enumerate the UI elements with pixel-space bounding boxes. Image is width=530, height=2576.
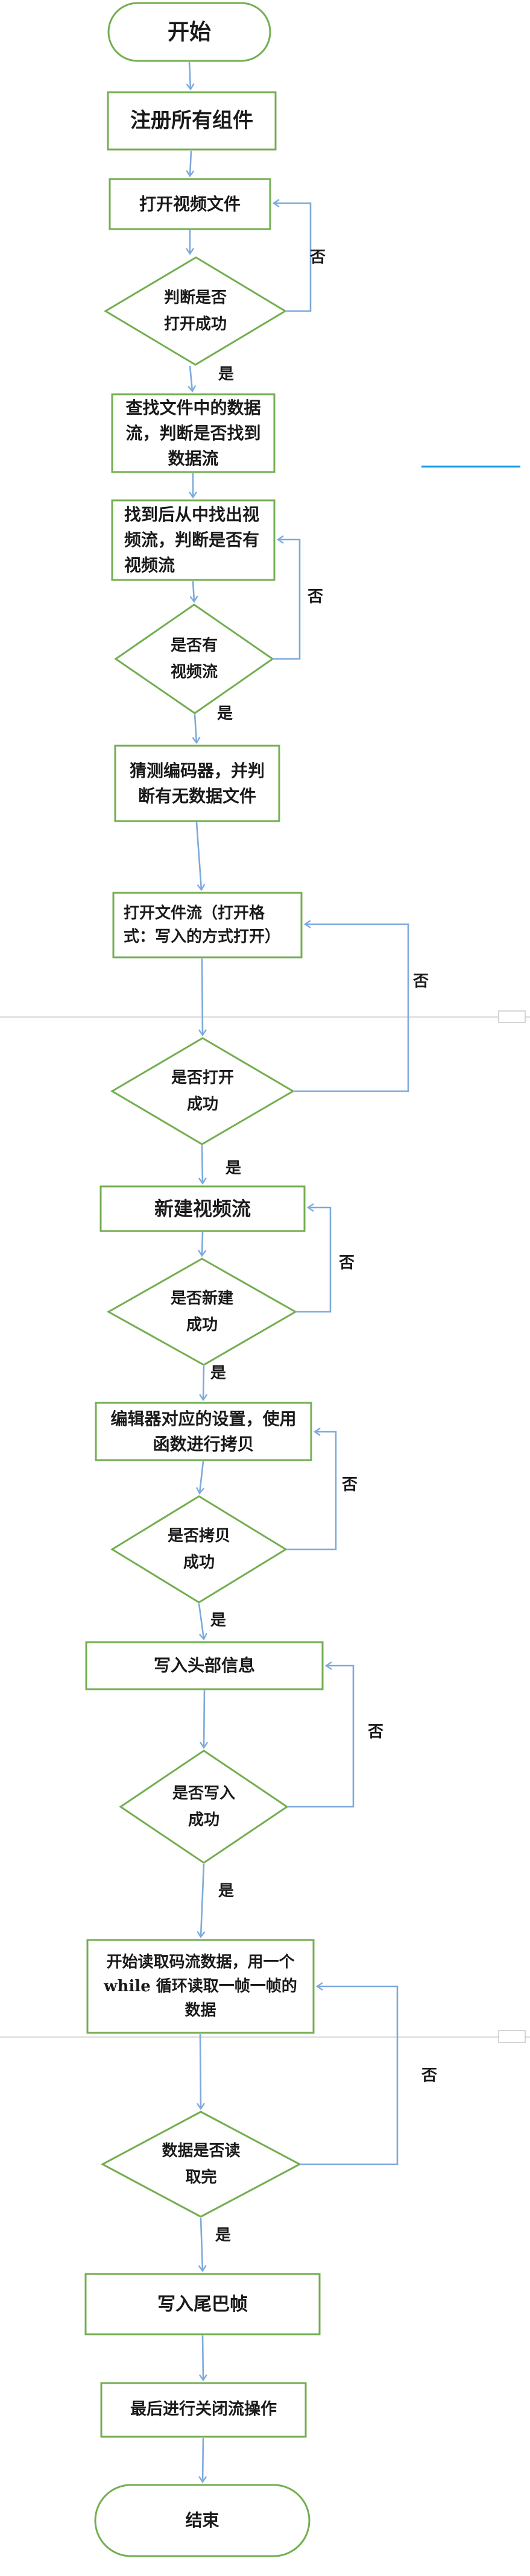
page-margin-box xyxy=(498,1010,526,1023)
edge-label-yes-checkopen: 是 xyxy=(218,365,235,383)
node-read-stream-loop-shape xyxy=(86,1939,315,2034)
edge-label-no-copysuccess: 否 xyxy=(342,1476,358,1494)
flow-arrows xyxy=(186,61,209,2484)
page-margin-box xyxy=(498,2030,526,2043)
node-create-success-shape xyxy=(106,1258,298,1366)
node-has-video-stream-shape xyxy=(114,603,274,714)
arrow-hasvideo-guessencoder xyxy=(192,714,201,745)
arrow-createsuccess-settings xyxy=(199,1365,208,1402)
arrow-newstream-createsuccess xyxy=(198,1232,207,1258)
arrow-guessencoder-openstream xyxy=(195,822,206,892)
node-copy-success-label: 是否拷贝 成功 xyxy=(167,1526,230,1572)
loop-opensuccess-no xyxy=(293,920,409,1092)
node-find-video-stream-shape xyxy=(111,499,276,581)
node-find-data-streams-label: 查找文件中的数据 流，判断是否找到 数据流 xyxy=(125,397,261,468)
loop-checkopen-no xyxy=(272,199,312,312)
node-guess-encoder-label: 猜测编码器，并判 断有无数据文件 xyxy=(129,760,265,806)
node-write-trailer-shape xyxy=(84,2273,321,2335)
node-read-complete-label: 数据是否读 取完 xyxy=(162,2141,241,2187)
arrow-settings-copysuccess xyxy=(195,1461,204,1495)
node-register-components-label: 注册所有组件 xyxy=(130,109,253,133)
node-open-video-file-shape xyxy=(109,178,271,230)
arrow-writesuccess-readloop xyxy=(197,1863,206,1939)
edge-label-yes-createsuccess: 是 xyxy=(210,1364,227,1382)
node-new-video-stream-shape xyxy=(99,1185,306,1232)
node-read-stream-loop-label: 开始读取码流数据，用一个 while 循环读取一帧一帧的 数据 xyxy=(104,1953,297,2020)
edge-label-no-checkopen: 否 xyxy=(310,248,326,266)
node-open-video-file-label: 打开视频文件 xyxy=(139,194,241,214)
node-write-header-label: 写入头部信息 xyxy=(153,1655,255,1675)
arrow-opensuccess-newstream xyxy=(198,1145,207,1185)
node-open-file-stream-label: 打开文件流（打开格 式：写入的方式打开） xyxy=(124,904,281,946)
node-encoder-copy-settings-label: 编辑器对应的设置，使用 函数进行拷贝 xyxy=(110,1408,297,1454)
node-register-components-shape xyxy=(107,91,277,151)
arrow-start-register xyxy=(186,61,195,91)
node-copy-success-shape xyxy=(110,1495,288,1604)
edge-label-yes-hasvideo: 是 xyxy=(217,705,233,723)
loop-readcomplete-no xyxy=(300,1982,399,2165)
node-end-label: 结束 xyxy=(185,2510,219,2530)
node-write-success-shape xyxy=(119,1749,289,1864)
node-close-streams-shape xyxy=(100,2382,307,2438)
node-has-video-stream-label: 是否有 视频流 xyxy=(170,636,218,681)
edge-label-yes-writesuccess: 是 xyxy=(218,1882,235,1900)
node-find-data-streams-shape xyxy=(111,393,276,473)
node-open-stream-success-shape xyxy=(110,1037,295,1145)
arrow-readcomplete-writetrailer xyxy=(198,2217,207,2273)
edge-label-no-writesuccess: 否 xyxy=(368,1723,384,1741)
arrow-openstream-opensuccess xyxy=(198,958,207,1037)
node-new-video-stream-label: 新建视频流 xyxy=(154,1197,251,1220)
node-write-header-shape xyxy=(85,1641,324,1690)
edge-label-no-opensuccess: 否 xyxy=(413,972,429,990)
loop-createsuccess-no xyxy=(295,1203,332,1313)
node-end-shape xyxy=(94,2484,311,2557)
node-create-success-label: 是否新建 成功 xyxy=(170,1289,233,1334)
node-start-shape xyxy=(107,2,271,62)
edge-label-yes-readcomplete: 是 xyxy=(215,2226,232,2244)
edge-label-no-hasvideo: 否 xyxy=(308,588,324,606)
arrow-register-openfile xyxy=(186,150,195,178)
no-loop-connectors xyxy=(272,199,409,2165)
edge-label-yes-opensuccess: 是 xyxy=(226,1159,242,1177)
loop-hasvideo-no xyxy=(273,535,301,660)
node-open-stream-success-label: 是否打开 成功 xyxy=(171,1068,234,1113)
loop-writesuccess-no xyxy=(287,1661,355,1808)
edge-label-no-readcomplete: 否 xyxy=(421,2067,438,2085)
node-encoder-copy-settings-shape xyxy=(95,1402,312,1461)
node-write-trailer-label: 写入尾巴帧 xyxy=(157,2293,248,2315)
node-write-success-label: 是否写入 成功 xyxy=(172,1784,235,1829)
node-check-open-success-shape xyxy=(104,256,287,366)
node-read-complete-shape xyxy=(100,2111,302,2218)
arrow-findvideo-hasvideo xyxy=(189,581,198,603)
node-guess-encoder-shape xyxy=(114,745,280,822)
arrow-readloop-readcomplete xyxy=(196,2033,205,2111)
edge-label-no-createsuccess: 否 xyxy=(339,1254,355,1272)
node-check-open-success-label: 判断是否 打开成功 xyxy=(163,288,227,333)
edge-label-yes-copysuccess: 是 xyxy=(210,1611,227,1630)
loop-copysuccess-no xyxy=(286,1428,337,1551)
arrow-copysuccess-writeheader xyxy=(198,1603,207,1641)
arrow-checkopen-findstreams xyxy=(188,365,197,393)
node-find-video-stream-label: 找到后从中找出视 频流，判断是否有 视频流 xyxy=(124,505,260,575)
node-close-streams-label: 最后进行关闭流操作 xyxy=(130,2400,277,2419)
node-open-file-stream-shape xyxy=(112,892,303,959)
node-start-label: 开始 xyxy=(167,19,211,45)
